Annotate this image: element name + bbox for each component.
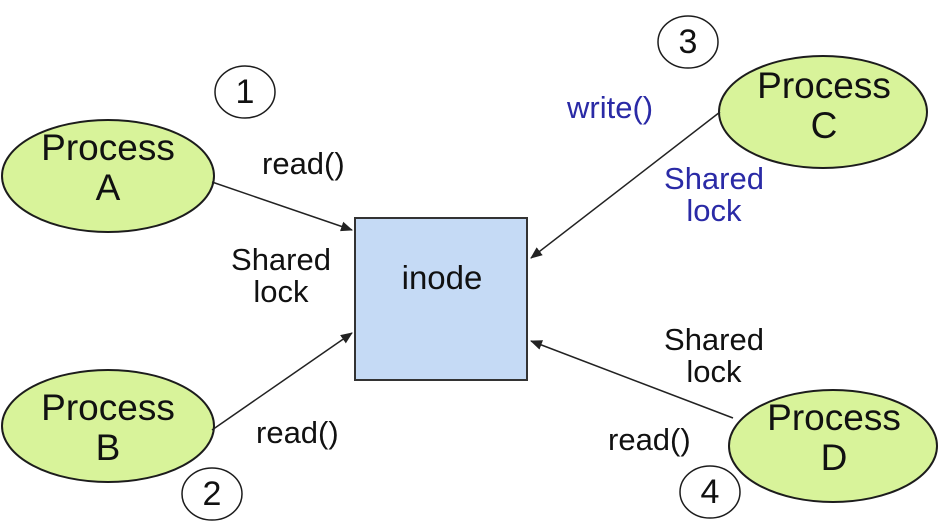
arrow-b-to-inode — [211, 332, 353, 431]
process-b-id: B — [95, 427, 121, 468]
edge-c-lock-line2: lock — [686, 193, 742, 228]
edge-a-operation: read() — [262, 146, 345, 181]
arrow-a-to-inode — [211, 181, 353, 232]
process-c-name: Process — [757, 65, 891, 106]
step-3-number: 3 — [678, 23, 698, 61]
process-d-id: D — [820, 437, 848, 478]
edge-a-lock-line1: Shared — [231, 242, 331, 277]
step-3-circle — [657, 15, 719, 69]
edge-d-operation: read() — [608, 422, 691, 457]
process-a-name: Process — [41, 127, 175, 168]
edge-c-lock: Shared lock — [655, 163, 773, 227]
step-2-circle — [181, 467, 243, 521]
process-a-id: A — [95, 167, 121, 208]
edge-b-operation: read() — [256, 415, 339, 450]
process-b-ellipse — [1, 369, 215, 483]
arrow-c-to-inode — [530, 111, 721, 259]
arrow-d-to-inode — [530, 340, 734, 419]
inode-box — [354, 217, 528, 381]
process-c-id: C — [810, 105, 838, 146]
process-d-name: Process — [767, 397, 901, 438]
process-d-ellipse — [728, 389, 938, 503]
edge-d-lock-line1: Shared — [664, 322, 764, 357]
step-2-number: 2 — [202, 475, 222, 513]
process-a-label: Process A — [8, 128, 208, 208]
process-b-name: Process — [41, 387, 175, 428]
process-d-label: Process D — [734, 398, 934, 478]
edge-a-lock: Shared lock — [222, 244, 340, 308]
edge-c-operation: write() — [567, 90, 654, 125]
edge-d-lock-line2: lock — [686, 354, 742, 389]
process-b-label: Process B — [8, 388, 208, 468]
edge-d-lock: Shared lock — [655, 324, 773, 388]
process-c-label: Process C — [724, 66, 924, 146]
step-4-circle — [679, 465, 741, 519]
process-a-ellipse — [1, 119, 215, 233]
step-1-number: 1 — [235, 73, 255, 111]
inode-label: inode — [401, 259, 483, 296]
step-1-circle — [214, 65, 276, 119]
edge-a-lock-line2: lock — [253, 274, 309, 309]
edge-c-lock-line1: Shared — [664, 161, 764, 196]
step-4-number: 4 — [700, 473, 720, 511]
